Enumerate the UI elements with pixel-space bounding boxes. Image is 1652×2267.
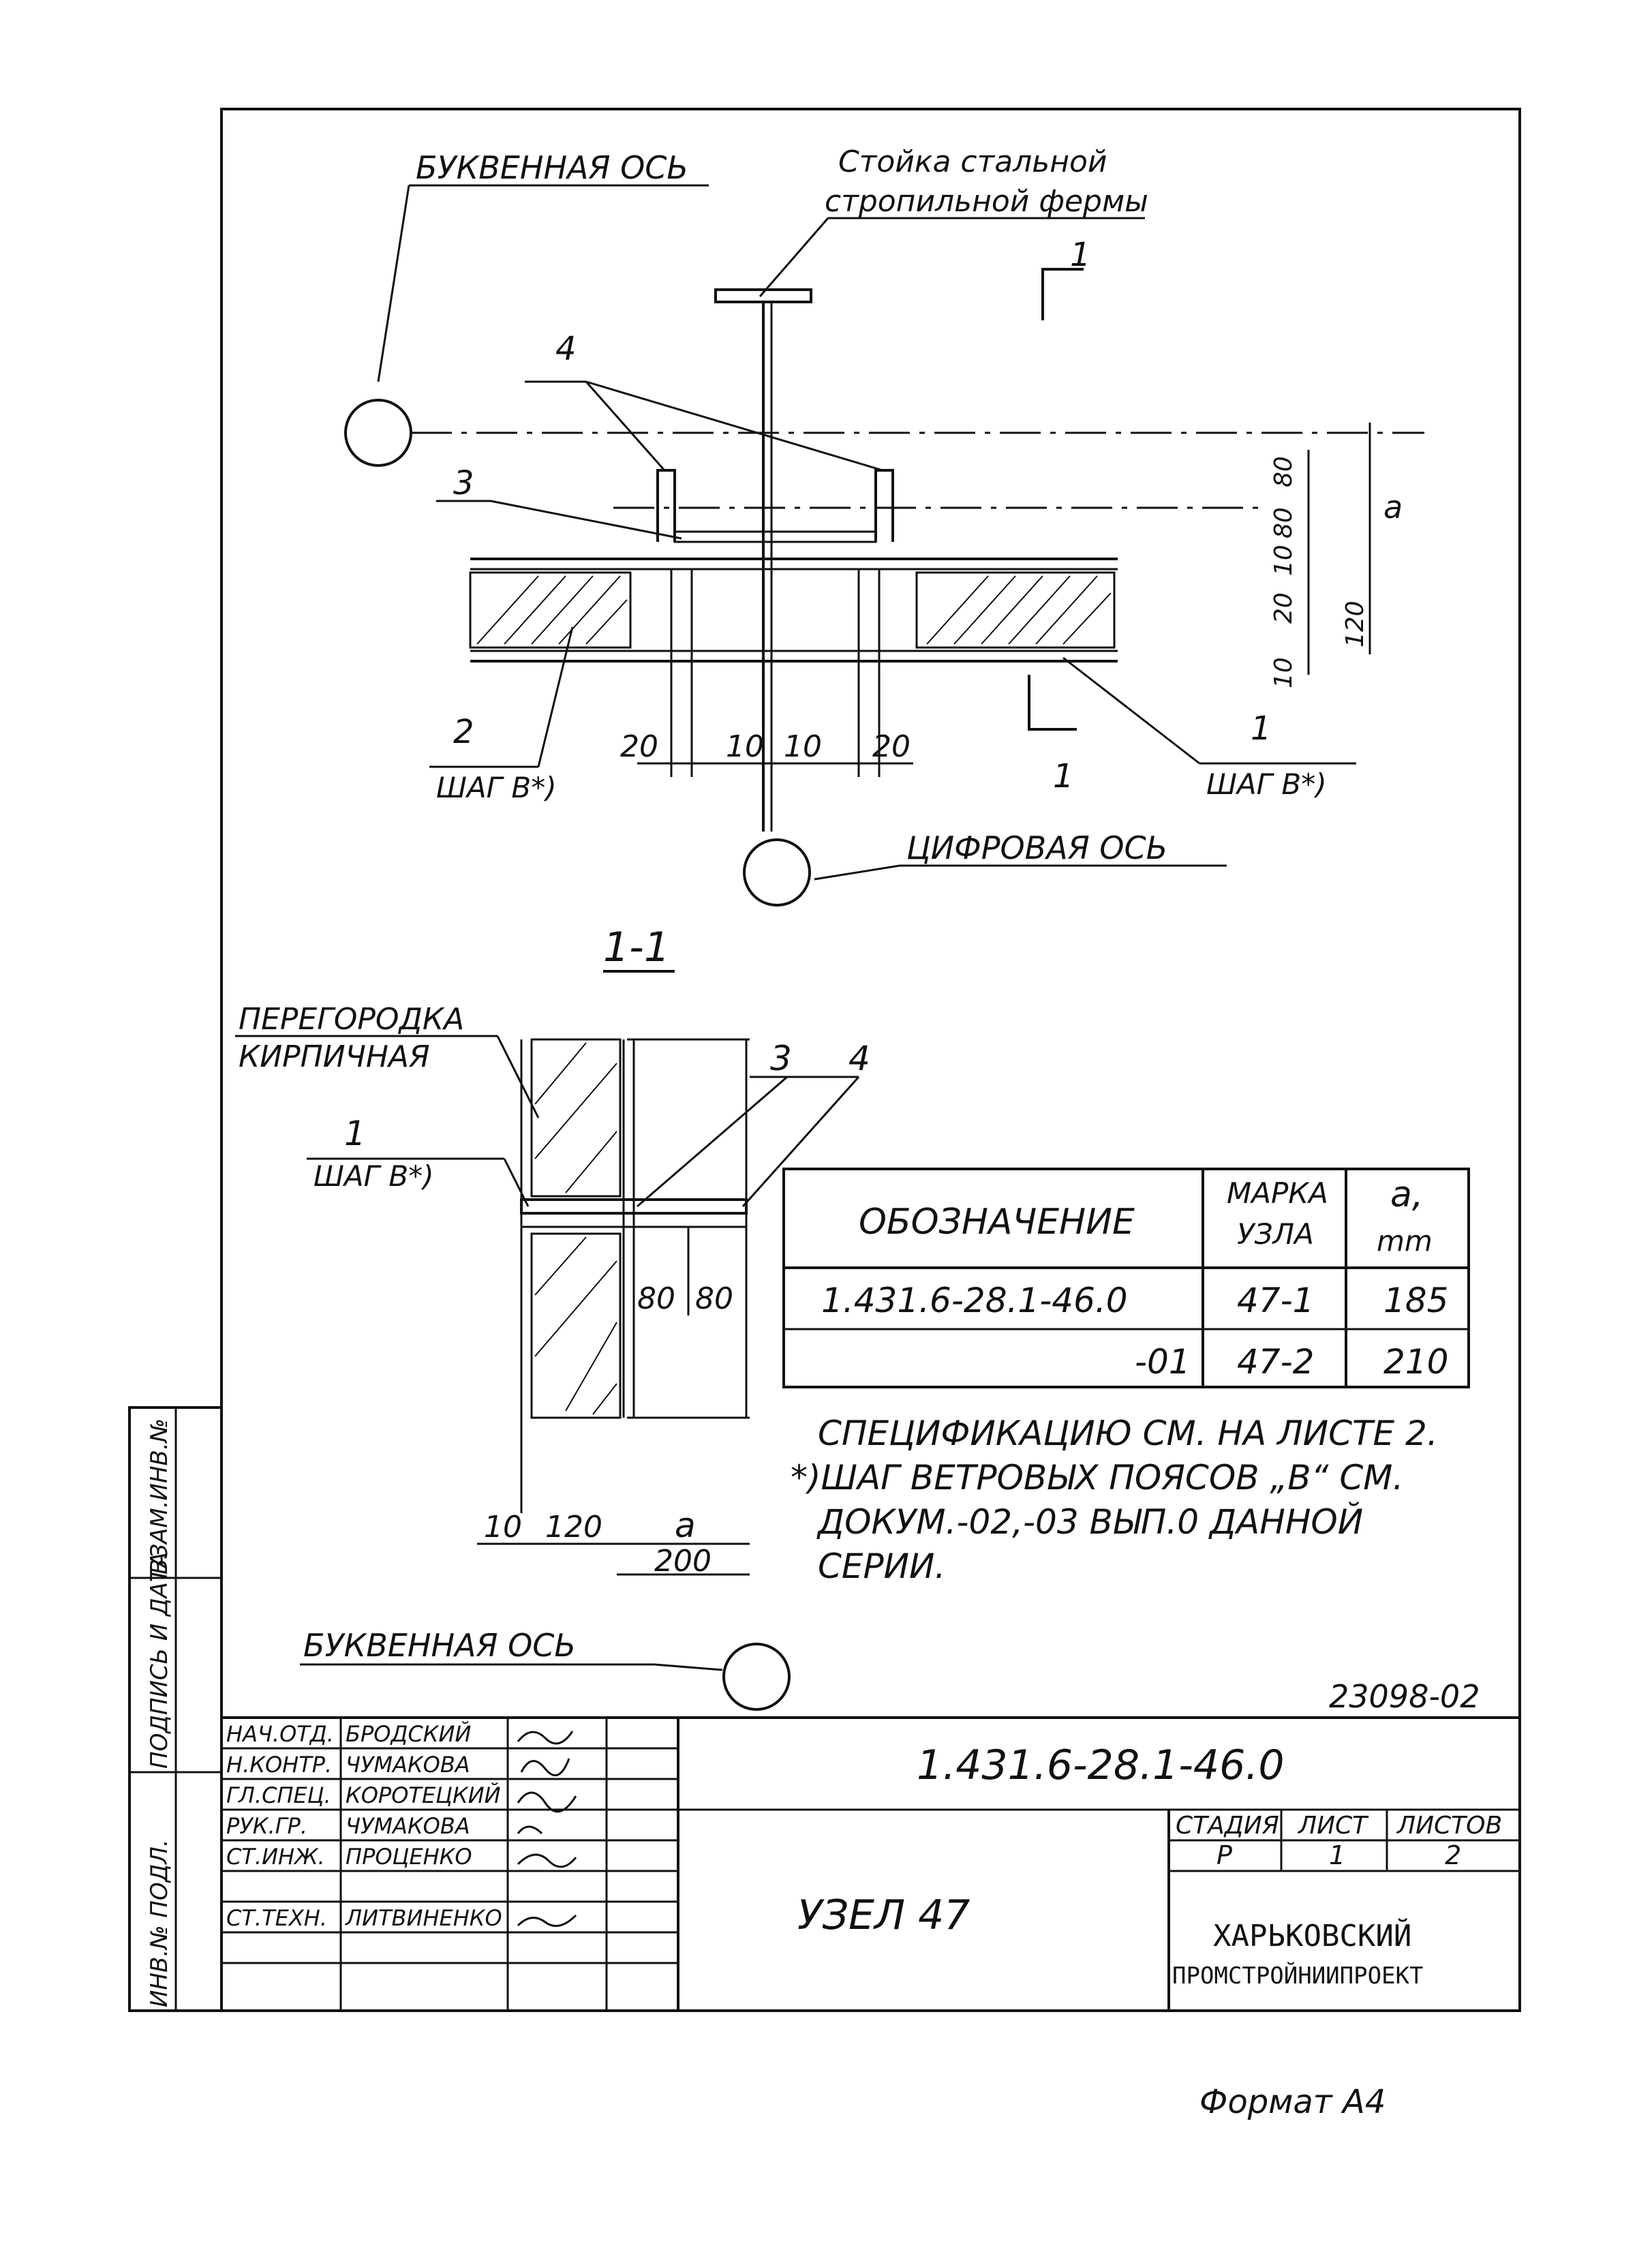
- brick-lower: [530, 1232, 622, 1419]
- callout-4-section: 4: [848, 1039, 870, 1078]
- note-line-4: СЕРИИ.: [818, 1547, 945, 1586]
- table-header-designation: ОБОЗНАЧЕНИЕ: [859, 1202, 1135, 1243]
- step-label-right: ШАГ В*): [1206, 767, 1327, 801]
- dim-80-plan-b: 80: [1270, 456, 1298, 487]
- letter-axis-marker-bottom: [722, 1643, 791, 1711]
- staff-role: СТ.ИНЖ.: [226, 1844, 325, 1870]
- plate-3: [673, 530, 877, 543]
- dim-200-section: 200: [654, 1544, 712, 1579]
- title-block: [221, 1716, 1520, 2011]
- note-line-3: ДОКУМ.-02,-03 ВЫП.0 ДАННОЙ: [816, 1502, 1363, 1542]
- dim-80-section-a: 80: [637, 1281, 675, 1316]
- side-replace-label: ВЗАМ.ИНВ.№: [146, 1418, 173, 1574]
- table-row2-mark: 47-2: [1237, 1342, 1314, 1382]
- dim-10-left: 10: [726, 729, 764, 764]
- org-line-2: ПРОМСТРОЙНИИПРОЕКТ: [1172, 1962, 1423, 1990]
- staff-role: ГЛ.СПЕЦ.: [226, 1782, 331, 1808]
- callout-2-plan: 2: [453, 713, 474, 751]
- table-row1-mark: 47-1: [1237, 1281, 1314, 1320]
- table-header-a-2: mm: [1377, 1224, 1433, 1258]
- org-line-1: ХАРЬКОВСКИЙ: [1213, 1917, 1411, 1953]
- brick-panel-left: [469, 571, 632, 649]
- truss-post-label-2: стропильной фермы: [825, 184, 1148, 219]
- staff-name: БРОДСКИЙ: [346, 1721, 471, 1747]
- note-line-1: СПЕЦИФИКАЦИЮ СМ. НА ЛИСТЕ 2.: [818, 1414, 1438, 1453]
- sheets-value: 2: [1445, 1840, 1461, 1870]
- section-title: 1-1: [603, 924, 670, 971]
- staff-list: НАЧ.ОТД. БРОДСКИЙ Н.КОНТР. ЧУМАКОВА ГЛ.СПЕЦ.…: [226, 1721, 502, 1931]
- step-label-section: ШАГ В*): [313, 1159, 434, 1193]
- digit-axis-marker: [743, 838, 811, 907]
- staff-name: ЧУМАКОВА: [346, 1752, 470, 1778]
- table-row1-designation: 1.431.6-28.1-46.0: [821, 1281, 1128, 1320]
- partition-label-2: КИРПИЧНАЯ: [239, 1039, 430, 1074]
- angle-left: [656, 469, 676, 542]
- side-inv-orig-label: ИНВ.№ ПОДЛ.: [146, 1839, 173, 2007]
- table-row1-a: 185: [1383, 1281, 1448, 1320]
- dim-10-right: 10: [784, 729, 822, 764]
- sheet-header: ЛИСТ: [1297, 1812, 1369, 1840]
- section-mark-top: 1: [1070, 236, 1091, 274]
- dim-20-left: 20: [620, 729, 658, 764]
- dim-80-section-b: 80: [695, 1281, 733, 1316]
- dim-a-section: a: [675, 1506, 696, 1545]
- brick-panel-right: [915, 571, 1116, 649]
- callout-4-plan: 4: [555, 330, 577, 368]
- designation-table: [782, 1168, 1470, 1388]
- title-designation: 1.431.6-28.1-46.0: [917, 1741, 1285, 1789]
- dim-120-section: 120: [545, 1510, 602, 1545]
- staff-name: ЛИТВИНЕНКО: [345, 1905, 502, 1931]
- sheets-header: ЛИСТОВ: [1396, 1812, 1502, 1840]
- staff-role: Н.КОНТР.: [226, 1752, 332, 1778]
- title-node-name: УЗЕЛ 47: [797, 1891, 970, 1939]
- sheet-value: 1: [1329, 1840, 1345, 1870]
- doc-number: 23098-02: [1329, 1678, 1480, 1715]
- sheet-frame: [220, 108, 1521, 2012]
- letter-axis-marker-top: [344, 399, 412, 467]
- dim-10-section: 10: [484, 1510, 522, 1545]
- truss-post-label-1: Стойка стальной: [838, 144, 1107, 179]
- staff-role: РУК.ГР.: [226, 1813, 307, 1839]
- stage-header: СТАДИЯ: [1176, 1812, 1279, 1840]
- angle-right: [874, 469, 894, 542]
- dim-10-plan-v: 10: [1270, 545, 1298, 576]
- partition-label-1: ПЕРЕГОРОДКА: [239, 1002, 464, 1037]
- stage-value: Р: [1217, 1840, 1232, 1870]
- dim-20-right: 20: [872, 729, 911, 764]
- format-note: Формат А4: [1199, 2083, 1386, 2121]
- brick-upper: [530, 1038, 622, 1198]
- staff-name: КОРОТЕЦКИЙ: [346, 1782, 501, 1808]
- dim-20-plan-v: 20: [1270, 592, 1298, 624]
- dim-a-plan: a: [1383, 489, 1403, 526]
- callout-3-section: 3: [770, 1039, 792, 1078]
- table-header-a-1: a,: [1390, 1174, 1423, 1215]
- step-label-left: ШАГ В*): [436, 771, 557, 804]
- note-line-2: *)ШАГ ВЕТРОВЫХ ПОЯСОВ „В“ СМ.: [791, 1458, 1403, 1497]
- section-mark-bottom: 1: [1053, 757, 1074, 795]
- table-header-mark-2: УЗЛА: [1237, 1217, 1314, 1251]
- callout-1-plan: 1: [1251, 710, 1272, 748]
- dim-80-plan-a: 80: [1270, 507, 1298, 538]
- staff-role: СТ.ТЕХН.: [226, 1905, 327, 1931]
- section-plate: [520, 1198, 748, 1215]
- table-row2-a: 210: [1383, 1342, 1448, 1382]
- letter-axis-label-top: БУКВЕННАЯ ОСЬ: [416, 149, 688, 186]
- staff-name: ЧУМАКОВА: [346, 1813, 470, 1839]
- signatures: [517, 1731, 577, 1928]
- digit-axis-label: ЦИФРОВАЯ ОСЬ: [906, 830, 1167, 866]
- staff-name: ПРОЦЕНКО: [346, 1844, 472, 1870]
- dim-120-plan-v: 120: [1341, 600, 1369, 648]
- dim-10-plan-v2: 10: [1270, 657, 1298, 688]
- table-header-mark-1: МАРКА: [1227, 1176, 1328, 1210]
- side-sign-date-label: ПОДПИСЬ И ДАТА: [146, 1552, 173, 1769]
- table-row2-designation: -01: [1135, 1342, 1191, 1382]
- callout-1-section: 1: [344, 1114, 366, 1153]
- staff-role: НАЧ.ОТД.: [226, 1721, 334, 1747]
- letter-axis-label-bottom: БУКВЕННАЯ ОСЬ: [303, 1627, 576, 1664]
- callout-3-plan: 3: [453, 464, 474, 502]
